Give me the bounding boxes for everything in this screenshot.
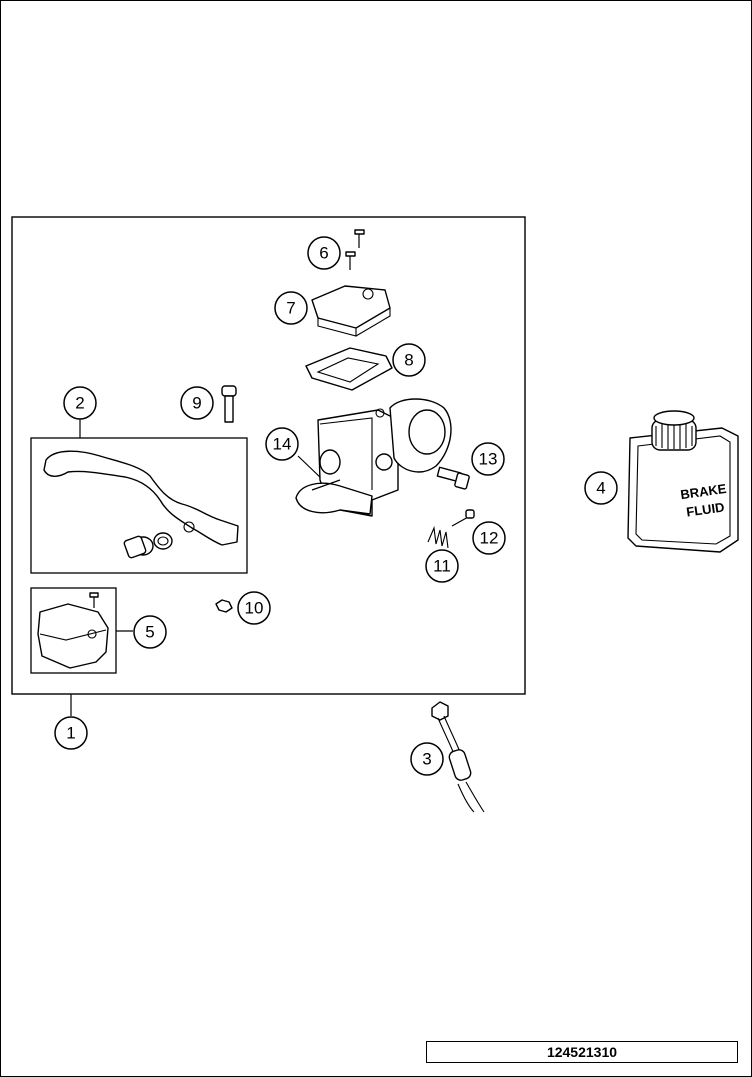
svg-text:4: 4 [596, 479, 605, 498]
svg-text:8: 8 [404, 351, 413, 370]
master-cylinder-body [295, 398, 452, 517]
svg-text:12: 12 [480, 529, 499, 548]
adjuster-screw [451, 509, 475, 527]
svg-text:1: 1 [66, 724, 75, 743]
svg-text:6: 6 [319, 244, 328, 263]
cover-screws [345, 229, 365, 270]
svg-text:10: 10 [245, 599, 264, 618]
brake-label-line2: FLUID [685, 499, 725, 519]
diaphragm [305, 347, 393, 391]
callout-7: 7 [274, 291, 308, 325]
callout-10: 10 [237, 591, 271, 625]
svg-text:2: 2 [75, 394, 84, 413]
document-number: 124521310 [426, 1041, 738, 1063]
callout-2: 2 [63, 386, 97, 420]
svg-text:5: 5 [145, 623, 154, 642]
svg-text:7: 7 [286, 299, 295, 318]
brake-fluid-can: BRAKE FLUID [627, 410, 739, 553]
lever-pivot-bolt [221, 385, 237, 423]
callout-3: 3 [410, 742, 444, 776]
hand-brake-cylinder-assembly-box [11, 216, 526, 695]
brake-label-line1: BRAKE [679, 481, 727, 502]
callout-1: 1 [54, 716, 88, 750]
callout-8: 8 [392, 343, 426, 377]
callout-11: 11 [425, 549, 459, 583]
svg-text:3: 3 [422, 750, 431, 769]
brake-lever [43, 450, 239, 559]
reservoir-cover [311, 285, 391, 337]
brake-line [431, 701, 485, 813]
svg-text:14: 14 [273, 435, 292, 454]
svg-text:11: 11 [433, 557, 451, 576]
lever-guard [37, 592, 109, 669]
callout-6: 6 [307, 236, 341, 270]
spring [427, 525, 449, 549]
callout-12: 12 [472, 521, 506, 555]
callout-14: 14 [265, 427, 299, 461]
nut [215, 599, 233, 613]
callout-5: 5 [133, 615, 167, 649]
svg-text:13: 13 [479, 450, 498, 469]
clamp-bolt [436, 466, 470, 490]
callout-9: 9 [180, 386, 214, 420]
callout-13: 13 [471, 442, 505, 476]
brake-lever-group-box [30, 437, 248, 574]
svg-text:9: 9 [192, 394, 201, 413]
callout-4: 4 [584, 471, 618, 505]
